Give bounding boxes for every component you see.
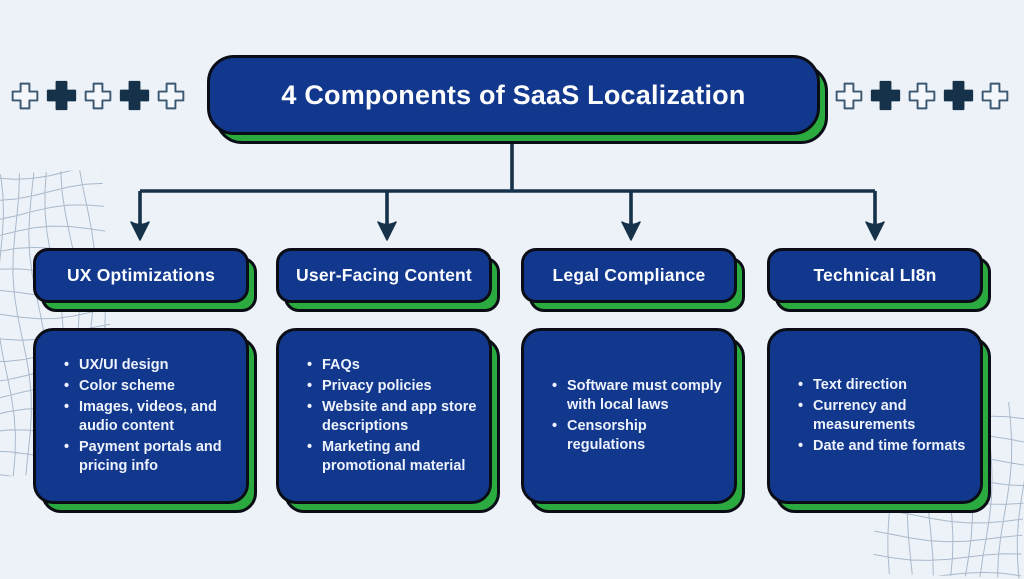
bullet-item: Color scheme bbox=[64, 377, 234, 396]
bullet-item: Date and time formats bbox=[798, 437, 968, 456]
column-header-label: Legal Compliance bbox=[552, 265, 706, 285]
column-header-label: User-Facing Content bbox=[296, 265, 472, 285]
content-box-ux-optimizations: UX/UI design Color scheme Images, videos… bbox=[33, 328, 257, 513]
plus-icon bbox=[45, 79, 78, 112]
bullet-item: Privacy policies bbox=[307, 377, 477, 396]
column-header-label: Technical LI8n bbox=[813, 265, 937, 285]
header-box-technical-li8n: Technical LI8n bbox=[767, 248, 991, 312]
bullet-item: UX/UI design bbox=[64, 356, 234, 375]
plus-icon bbox=[118, 79, 151, 112]
title-box: 4 Components of SaaS Localization bbox=[207, 55, 828, 144]
bullet-list: Software must comply with local laws Cen… bbox=[524, 375, 734, 458]
bullet-list: Text direction Currency and measurements… bbox=[770, 374, 980, 459]
column-technical-li8n: Technical LI8n Text direction Currency a… bbox=[767, 0, 991, 576]
plus-icon bbox=[907, 81, 937, 111]
title-box-face: 4 Components of SaaS Localization bbox=[207, 55, 820, 135]
column-ux-optimizations: UX Optimizations UX/UI design Color sche… bbox=[33, 0, 257, 576]
content-box-technical-li8n: Text direction Currency and measurements… bbox=[767, 328, 991, 513]
bullet-item: Censorship regulations bbox=[552, 417, 722, 455]
plus-icon bbox=[83, 81, 113, 111]
bullet-list: FAQs Privacy policies Website and app st… bbox=[279, 354, 489, 479]
column-legal-compliance: Legal Compliance Software must comply wi… bbox=[521, 0, 745, 576]
column-user-facing-content: User-Facing Content FAQs Privacy policie… bbox=[276, 0, 500, 576]
plus-decoration-row-right bbox=[834, 79, 1010, 112]
bullet-item: Payment portals and pricing info bbox=[64, 438, 234, 476]
plus-icon bbox=[156, 81, 186, 111]
plus-icon bbox=[834, 81, 864, 111]
header-box-user-facing-content: User-Facing Content bbox=[276, 248, 500, 312]
content-box-user-facing-content: FAQs Privacy policies Website and app st… bbox=[276, 328, 500, 513]
bullet-item: Currency and measurements bbox=[798, 397, 968, 435]
bullet-item: Software must comply with local laws bbox=[552, 377, 722, 415]
bullet-item: FAQs bbox=[307, 356, 477, 375]
bullet-list: UX/UI design Color scheme Images, videos… bbox=[36, 354, 246, 479]
plus-icon bbox=[10, 81, 40, 111]
plus-icon bbox=[869, 79, 902, 112]
content-box-legal-compliance: Software must comply with local laws Cen… bbox=[521, 328, 745, 513]
plus-icon bbox=[980, 81, 1010, 111]
header-box-ux-optimizations: UX Optimizations bbox=[33, 248, 257, 312]
plus-icon bbox=[942, 79, 975, 112]
page-title: 4 Components of SaaS Localization bbox=[281, 79, 746, 110]
bullet-item: Website and app store descriptions bbox=[307, 398, 477, 436]
bullet-item: Images, videos, and audio content bbox=[64, 398, 234, 436]
column-header-label: UX Optimizations bbox=[66, 265, 216, 285]
plus-decoration-row-left bbox=[10, 79, 186, 112]
bullet-item: Marketing and promotional material bbox=[307, 438, 477, 476]
header-box-legal-compliance: Legal Compliance bbox=[521, 248, 745, 312]
bullet-item: Text direction bbox=[798, 376, 968, 395]
